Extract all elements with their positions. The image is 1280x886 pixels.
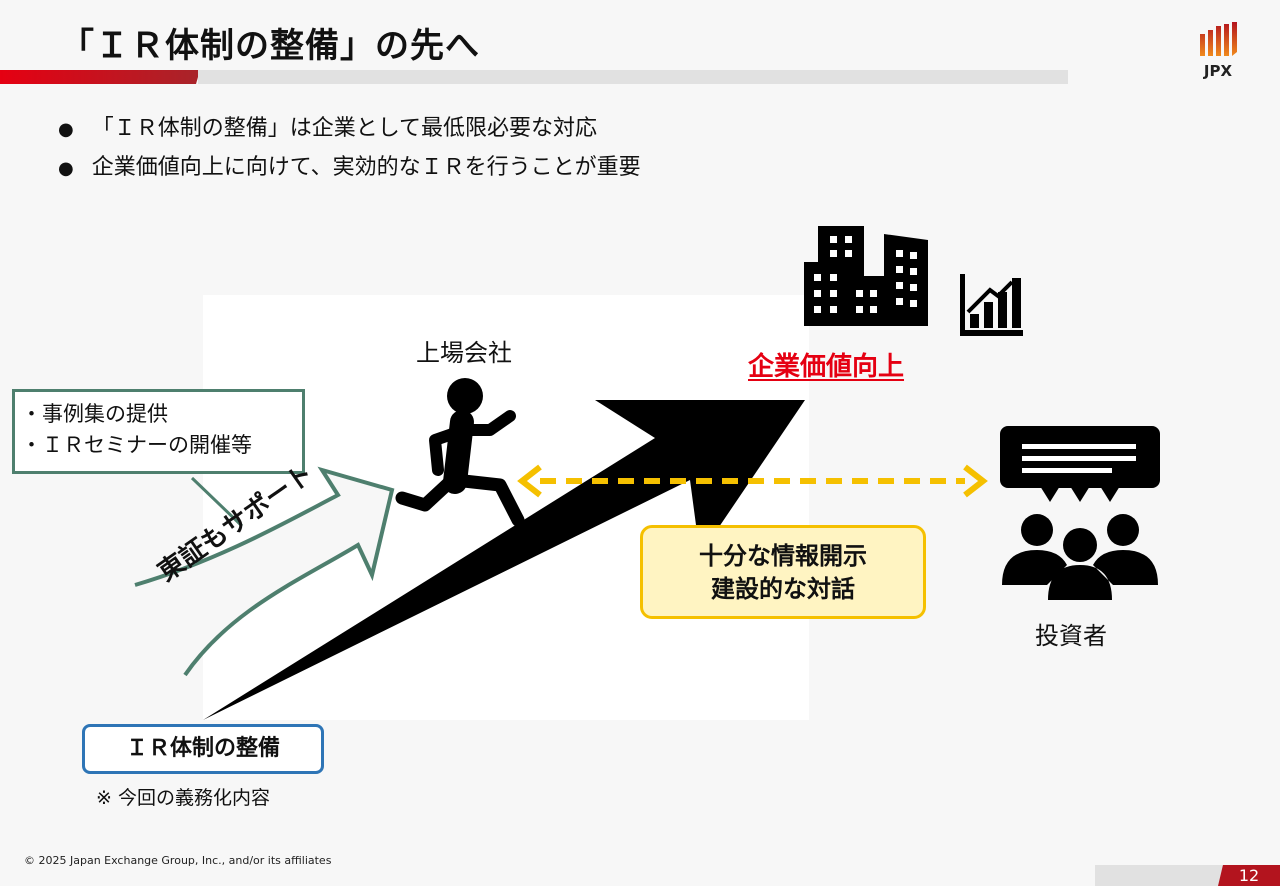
support-arrow — [134, 466, 395, 677]
bullet-list: 「ＩＲ体制の整備」は企業として最低限必要な対応 企業価値向上に向けて、実効的なＩ… — [58, 110, 641, 188]
arrow-right-head — [963, 464, 988, 498]
support-item: ・事例集の提供 — [21, 402, 168, 426]
jpx-logo: JPX — [1196, 22, 1240, 80]
investor-label: 投資者 — [1035, 622, 1107, 650]
base-note: ※ 今回の義務化内容 — [96, 787, 270, 809]
growth-chart-icon — [960, 274, 1023, 336]
bullet-item: 企業価値向上に向けて、実効的なＩＲを行うことが重要 — [58, 149, 641, 188]
support-callout: ・事例集の提供 ・ＩＲセミナーの開催等 — [12, 389, 305, 474]
running-person-icon — [395, 378, 525, 527]
title-bar-accent — [0, 70, 200, 84]
ir-base-box: ＩＲ体制の整備 — [82, 724, 324, 774]
dialogue-line: 十分な情報開示 — [699, 542, 867, 570]
investors-icon — [1000, 426, 1160, 600]
dialogue-line: 建設的な対話 — [711, 575, 855, 603]
bullet-item: 「ＩＲ体制の整備」は企業として最低限必要な対応 — [58, 110, 641, 149]
company-label: 上場会社 — [416, 339, 512, 367]
value-label: 企業価値向上 — [748, 352, 905, 382]
dialogue-box: 十分な情報開示 建設的な対話 — [640, 525, 926, 619]
callout-line — [190, 476, 244, 528]
page-title: 「ＩＲ体制の整備」の先へ — [60, 26, 480, 66]
copyright: © 2025 Japan Exchange Group, Inc., and/o… — [24, 854, 332, 867]
arrow-left-head — [517, 464, 542, 498]
buildings-icon — [804, 226, 928, 326]
jpx-logo-icon — [1200, 22, 1237, 56]
support-item: ・ＩＲセミナーの開催等 — [21, 433, 252, 457]
logo-text: JPX — [1203, 62, 1233, 80]
title-bar — [198, 70, 1068, 84]
page-number: 12 — [1218, 865, 1280, 886]
